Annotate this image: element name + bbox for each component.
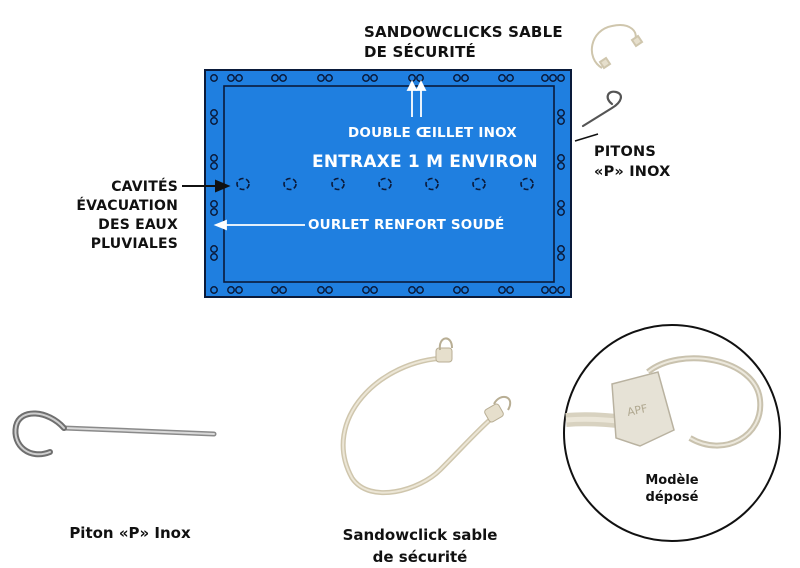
drain-cavity-icon [236, 177, 250, 191]
label-sandowclicks-top-line2: DE SÉCURITÉ [364, 43, 476, 61]
eyelet-icon [210, 162, 218, 170]
eyelet-icon [235, 74, 243, 82]
eyelet-icon [498, 286, 506, 294]
drain-cavity-icon [520, 177, 534, 191]
eyelet-icon [557, 208, 565, 216]
hem-arrow [213, 219, 305, 231]
eyelet-icon [362, 74, 370, 82]
eyelet-icon [279, 286, 287, 294]
eyelet-icon [271, 286, 279, 294]
p-hook-small-icon [581, 90, 622, 128]
zoom-sandowclick-icon: APF [565, 355, 764, 449]
cavities-arrow [182, 179, 231, 193]
label-cavites-line4: PLUVIALES [90, 236, 178, 252]
eyelet-icon [416, 74, 424, 82]
eyelet-icon [210, 253, 218, 261]
eyelet-icon [557, 162, 565, 170]
eyelet-icon [325, 286, 333, 294]
eyelet-icon [506, 286, 514, 294]
drain-cavity-icon [425, 177, 439, 191]
eyelet-icon [557, 154, 565, 162]
eyelet-icon [541, 286, 549, 294]
label-sandowclicks-top-line1: SANDOWCLICKS SABLE [364, 23, 563, 41]
eyelet-icon [461, 286, 469, 294]
drain-cavities-group [236, 177, 534, 191]
drain-cavity-icon [472, 177, 486, 191]
pitons-pointer [574, 133, 599, 142]
eyelet-icon [370, 74, 378, 82]
label-pitons: PITONS «P» INOX [594, 142, 671, 182]
eyelet-icon [362, 286, 370, 294]
eyelet-icon [557, 200, 565, 208]
eyelet-icon [210, 74, 218, 82]
pool-cover [204, 69, 572, 298]
caption-modele-line1: Modèle [645, 473, 699, 488]
caption-sandowclick: Sandowclick sable de sécurité [320, 524, 520, 568]
eyelet-icon [227, 286, 235, 294]
zoom-circle [563, 324, 781, 542]
eyelet-icon [506, 74, 514, 82]
eyelet-icon [557, 109, 565, 117]
eyelet-icon [271, 74, 279, 82]
drain-cavity-icon [331, 177, 345, 191]
sandowclick-small-icon [590, 24, 644, 70]
eyelets-group [210, 74, 565, 294]
eyelet-icon [317, 286, 325, 294]
label-cavites-line2: ÉVACUATION [76, 198, 178, 214]
label-pitons-line2: «P» INOX [594, 164, 671, 180]
label-cavites: CAVITÉS ÉVACUATION DES EAUX PLUVIALES [38, 178, 178, 254]
label-pitons-line1: PITONS [594, 144, 657, 160]
eyelet-icon [461, 74, 469, 82]
caption-sandowclick-line2: de sécurité [372, 548, 468, 566]
eyelet-icon [557, 117, 565, 125]
eyelet-icon [541, 74, 549, 82]
p-hook-icon [12, 410, 217, 458]
eyelet-icon [210, 109, 218, 117]
double-eyelet-arrows [406, 79, 427, 117]
eyelet-icon [557, 253, 565, 261]
label-ourlet: OURLET RENFORT SOUDÉ [308, 217, 505, 233]
eyelet-icon [227, 74, 235, 82]
eyelet-icon [453, 286, 461, 294]
drain-cavity-icon [283, 177, 297, 191]
label-entraxe: ENTRAXE 1 M ENVIRON [312, 152, 538, 172]
eyelet-icon [210, 117, 218, 125]
eyelet-icon [557, 74, 565, 82]
eyelet-icon [210, 208, 218, 216]
eyelet-icon [210, 200, 218, 208]
eyelet-icon [557, 286, 565, 294]
eyelet-icon [210, 154, 218, 162]
caption-sandowclick-line1: Sandowclick sable [342, 526, 498, 544]
eyelet-icon [235, 286, 243, 294]
eyelet-icon [370, 286, 378, 294]
eyelet-icon [416, 286, 424, 294]
eyelet-icon [325, 74, 333, 82]
caption-modele-line2: déposé [645, 490, 699, 505]
eyelet-icon [317, 74, 325, 82]
eyelet-icon [408, 286, 416, 294]
eyelet-icon [210, 286, 218, 294]
eyelet-icon [453, 74, 461, 82]
eyelet-icon [557, 245, 565, 253]
sandowclick-cord-icon [340, 337, 512, 496]
caption-piton: Piton «P» Inox [69, 524, 191, 542]
eyelet-icon [498, 74, 506, 82]
eyelet-icon [279, 74, 287, 82]
drain-cavity-icon [378, 177, 392, 191]
eyelet-icon [549, 74, 557, 82]
eyelet-icon [549, 286, 557, 294]
eyelet-icon [210, 245, 218, 253]
label-cavites-line1: CAVITÉS [111, 179, 178, 195]
label-sandowclicks-top: SANDOWCLICKS SABLE DE SÉCURITÉ [364, 22, 563, 62]
label-cavites-line3: DES EAUX [98, 217, 178, 233]
caption-modele-depose: Modèle déposé [622, 472, 722, 506]
zoom-stamp: APF [626, 402, 649, 419]
label-double-oeillet: DOUBLE ŒILLET INOX [348, 125, 517, 141]
